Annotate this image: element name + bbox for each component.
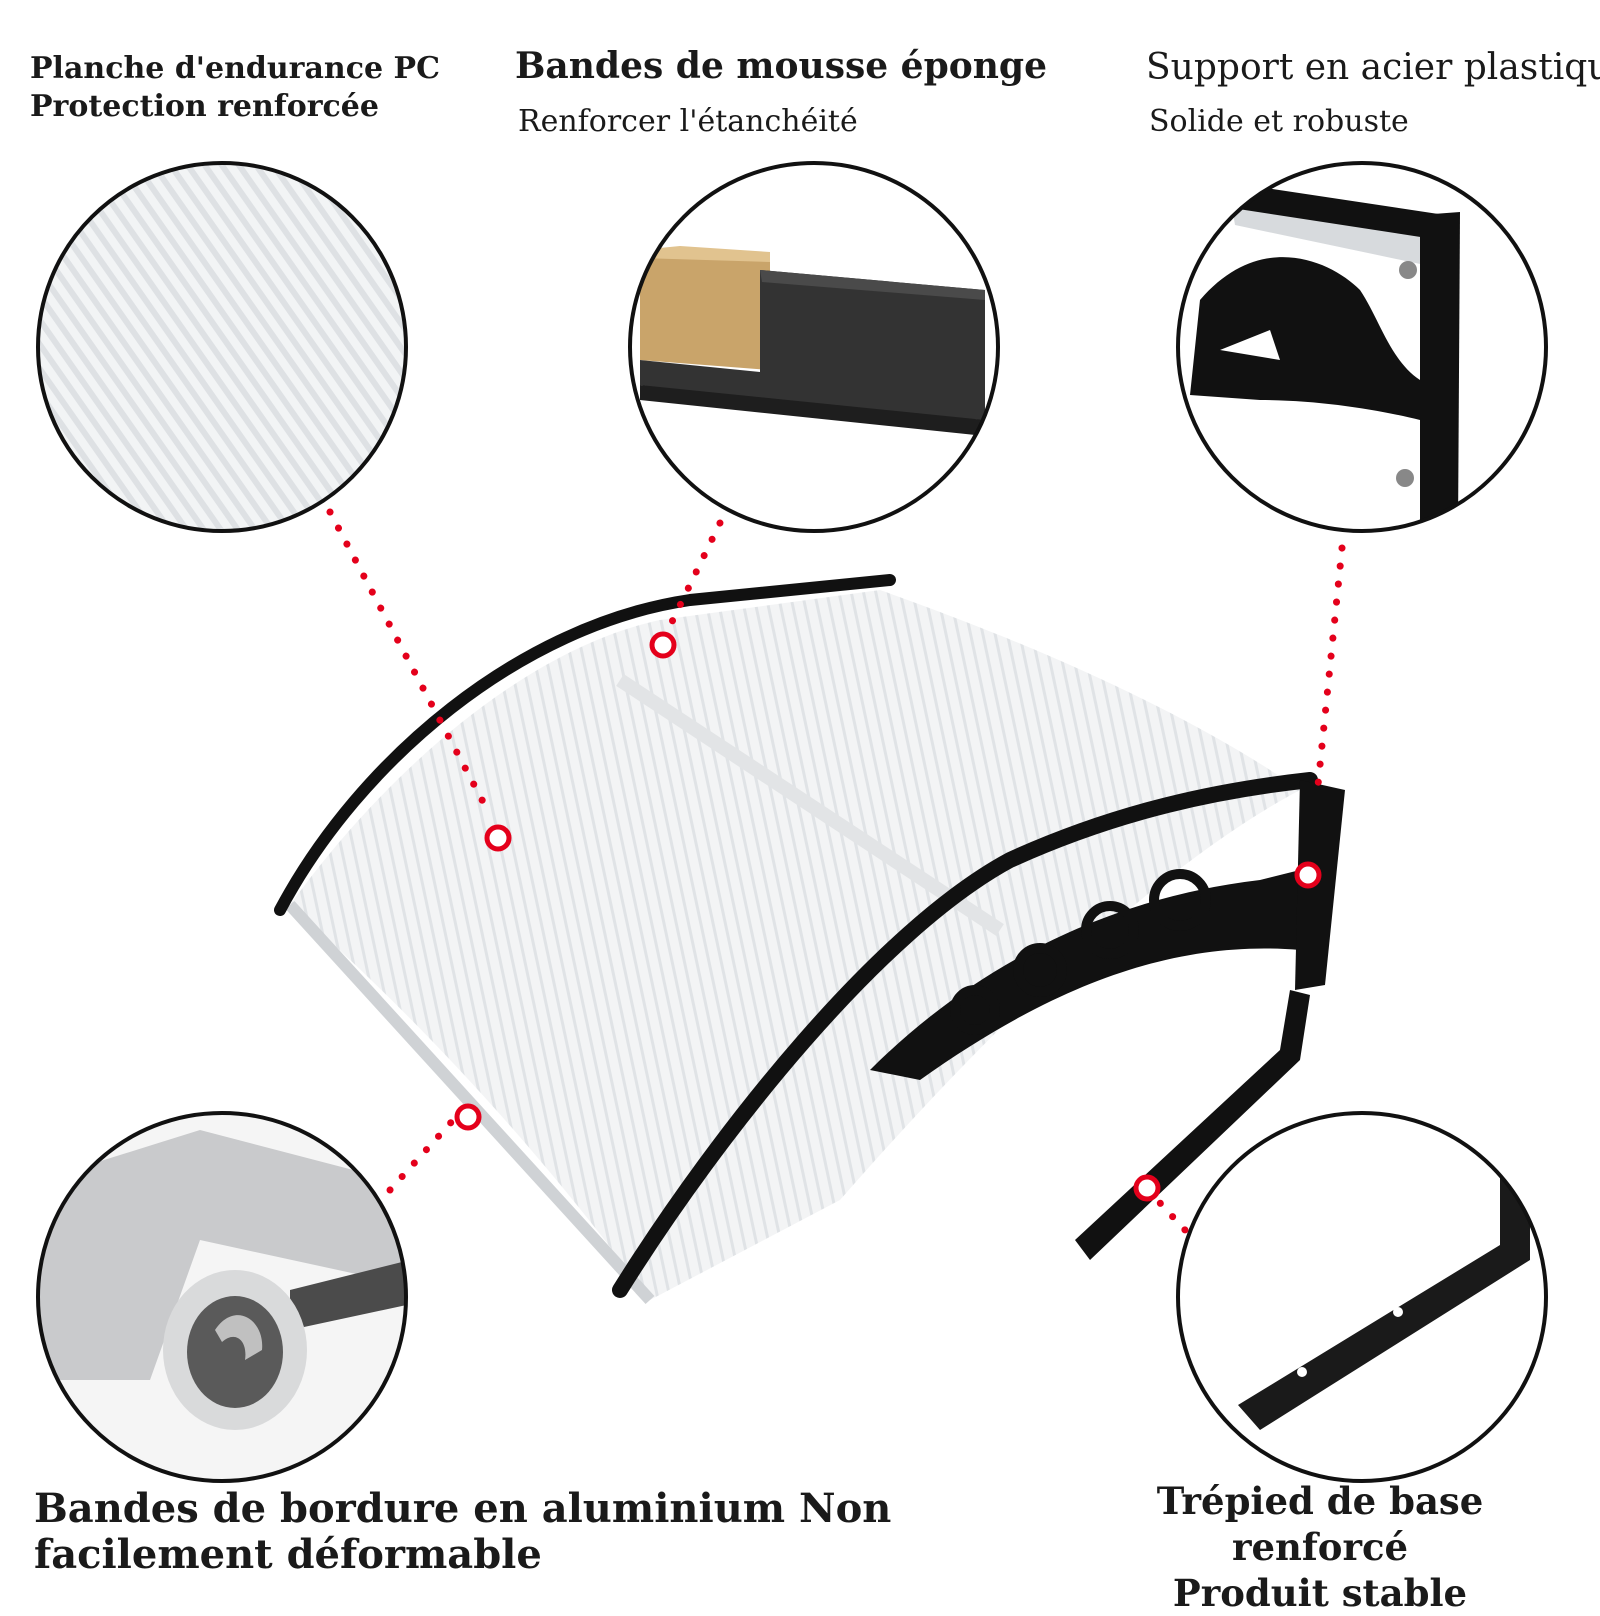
detail-circle-base-tripod bbox=[1176, 1111, 1548, 1483]
detail-circle-foam-strip bbox=[628, 161, 1000, 533]
label-pc-board-line1: Planche d'endurance PC bbox=[30, 51, 440, 86]
label-base-line1: Trépied de base renforcé bbox=[1156, 1479, 1484, 1569]
detail-circle-aluminium-edge bbox=[36, 1111, 408, 1483]
callout-line-pc-board bbox=[326, 508, 494, 819]
detail-circle-bracket bbox=[1176, 161, 1548, 533]
callout-line-foam bbox=[664, 519, 724, 634]
label-foam-title: Bandes de mousse éponge bbox=[515, 45, 1048, 87]
detail-circle-pc-board bbox=[36, 161, 408, 533]
marker-base bbox=[1133, 1174, 1161, 1202]
canopy-product bbox=[274, 574, 1345, 1305]
label-pc-board-line2: Protection renforcée bbox=[30, 89, 379, 124]
label-foam-strips: Bandes de mousse éponge Renforcer l'étan… bbox=[515, 42, 1047, 142]
marker-foam bbox=[649, 631, 677, 659]
callout-line-aluminium bbox=[386, 1114, 459, 1194]
label-bracket-title: Support en acier plastique bbox=[1146, 47, 1600, 88]
label-pc-board: Planche d'endurance PC Protection renfor… bbox=[30, 50, 440, 126]
label-bracket-subtitle: Solide et robuste bbox=[1149, 104, 1409, 139]
marker-aluminium bbox=[454, 1103, 482, 1131]
callout-markers bbox=[454, 631, 1322, 1202]
label-bracket: Support en acier plastique Solide et rob… bbox=[1146, 44, 1600, 142]
marker-bracket bbox=[1294, 861, 1322, 889]
callout-line-bracket bbox=[1314, 544, 1346, 789]
label-foam-subtitle: Renforcer l'étanchéité bbox=[518, 104, 858, 139]
marker-pc-board bbox=[484, 824, 512, 852]
callout-lines bbox=[326, 508, 1346, 1234]
label-aluminium-edge: Bandes de bordure en aluminium Non facil… bbox=[34, 1485, 892, 1578]
label-base-tripod: Trépied de base renforcé Produit stable bbox=[1090, 1478, 1550, 1616]
